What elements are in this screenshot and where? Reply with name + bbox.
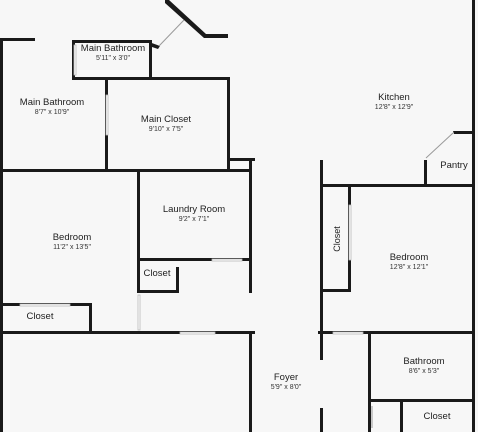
room-name: Main Closet	[140, 114, 192, 125]
room-bedroom-right: Bedroom 12'8" x 12'1"	[389, 252, 429, 272]
room-name: Bathroom	[403, 356, 445, 367]
room-name: Main Bathroom	[19, 97, 85, 108]
room-name: Closet	[143, 268, 171, 279]
room-closet-left: Closet	[26, 311, 54, 323]
room-main-bathroom-small: Main Bathroom 5'11" x 3'0"	[80, 43, 146, 63]
room-dimensions: 8'7" x 10'9"	[34, 108, 70, 116]
room-name: Kitchen	[378, 92, 410, 103]
room-name: Bedroom	[52, 232, 92, 243]
room-bathroom: Bathroom 8'6" x 5'3"	[403, 356, 445, 376]
room-pantry: Pantry	[440, 160, 468, 172]
room-foyer: Foyer 5'9" x 8'0"	[270, 372, 302, 392]
room-main-bathroom: Main Bathroom 8'7" x 10'9"	[19, 97, 85, 117]
room-laundry-room: Laundry Room 9'2" x 7'1"	[162, 204, 226, 224]
door-swings	[158, 19, 454, 428]
room-dimensions: 5'11" x 3'0"	[96, 54, 130, 62]
room-closet-laundry: Closet	[143, 268, 171, 280]
room-dimensions: 12'8" x 12'1"	[389, 263, 429, 271]
room-name: Foyer	[273, 372, 299, 383]
windows	[19, 44, 364, 335]
room-name: Bedroom	[389, 252, 429, 263]
room-kitchen: Kitchen 12'8" x 12'9"	[374, 92, 414, 112]
room-bedroom-left: Bedroom 11'2" x 13'5"	[52, 232, 92, 252]
room-dimensions: 12'8" x 12'9"	[374, 103, 414, 111]
room-dimensions: 8'6" x 5'3"	[408, 367, 440, 375]
room-closet-bottom-right: Closet	[423, 411, 451, 423]
room-main-closet: Main Closet 9'10" x 7'5"	[140, 114, 192, 134]
room-name: Main Bathroom	[80, 43, 146, 54]
room-dimensions: 5'9" x 8'0"	[270, 383, 302, 391]
room-name: Closet	[26, 311, 54, 322]
room-name: Closet	[423, 411, 451, 422]
room-dimensions: 11'2" x 13'5"	[53, 243, 91, 251]
room-name: Laundry Room	[162, 204, 226, 215]
room-dimensions: 9'10" x 7'5"	[148, 125, 184, 133]
room-dimensions: 9'2" x 7'1"	[178, 215, 210, 223]
room-name: Pantry	[440, 160, 468, 171]
room-closet-vertical: Closet	[332, 226, 342, 252]
